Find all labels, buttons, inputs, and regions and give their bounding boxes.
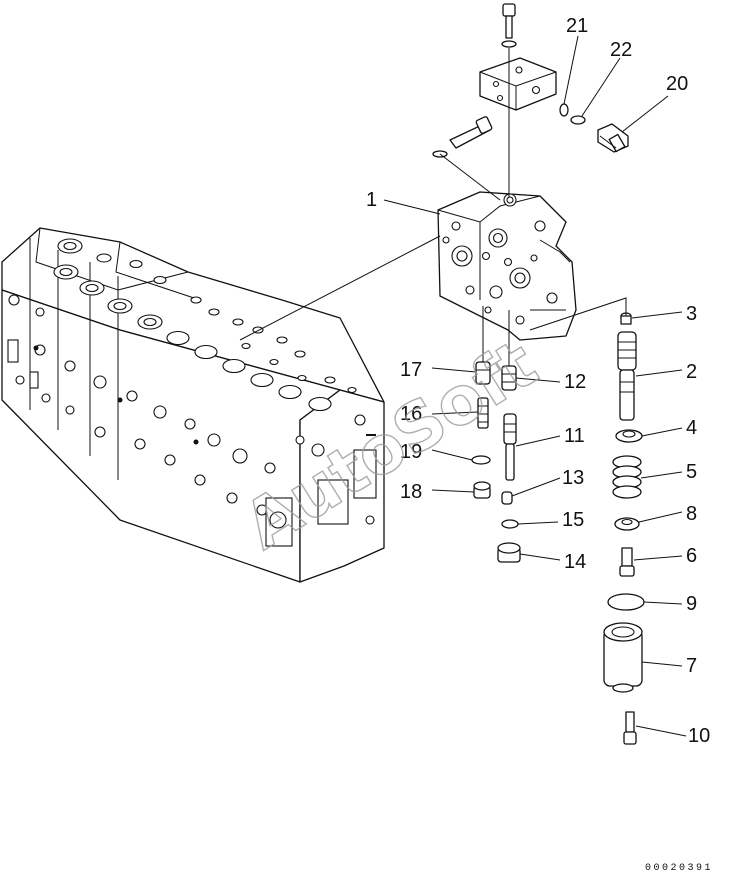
callout-10: 10 bbox=[688, 725, 710, 747]
callout-4: 4 bbox=[686, 417, 697, 439]
callout-8: 8 bbox=[686, 503, 697, 525]
o-ring-22 bbox=[570, 115, 586, 125]
callout-3: 3 bbox=[686, 303, 697, 325]
callout-labels: 1 2 3 4 5 6 7 8 9 10 11 12 13 14 15 16 1… bbox=[366, 15, 710, 747]
o-ring-15 bbox=[501, 519, 519, 529]
callout-13: 13 bbox=[562, 467, 584, 489]
seat-13 bbox=[501, 491, 513, 505]
plug-18 bbox=[473, 481, 491, 499]
callout-5: 5 bbox=[686, 461, 697, 483]
callout-22: 22 bbox=[610, 39, 632, 61]
callout-12: 12 bbox=[564, 371, 586, 393]
callout-leaders bbox=[383, 35, 687, 737]
callout-1: 1 bbox=[366, 189, 377, 211]
callout-20: 20 bbox=[666, 73, 688, 95]
piston-12 bbox=[501, 365, 517, 391]
callout-7: 7 bbox=[686, 655, 697, 677]
callout-19: 19 bbox=[400, 441, 422, 463]
o-ring-21 bbox=[559, 103, 569, 117]
document-number: 00020391 bbox=[645, 863, 713, 874]
assembly-lines bbox=[239, 48, 627, 366]
spring-5 bbox=[612, 455, 642, 499]
o-ring-19 bbox=[471, 455, 491, 465]
control-valve-assembly bbox=[1, 227, 385, 583]
bolt-6 bbox=[619, 547, 635, 577]
callout-21: 21 bbox=[566, 15, 588, 37]
long-bolt bbox=[432, 116, 493, 158]
valve-section-body bbox=[437, 191, 577, 341]
sensor-20 bbox=[597, 123, 629, 153]
top-cover-block bbox=[479, 57, 557, 111]
callout-11: 11 bbox=[564, 425, 585, 447]
valve-16 bbox=[477, 397, 489, 429]
top-bolt bbox=[501, 3, 517, 48]
callout-17: 17 bbox=[400, 359, 422, 381]
retainer-8 bbox=[614, 517, 640, 531]
retainer-4 bbox=[615, 429, 643, 443]
cap-7 bbox=[603, 622, 643, 693]
callout-6: 6 bbox=[686, 545, 697, 567]
bolt-10 bbox=[623, 711, 637, 745]
spool-2 bbox=[617, 331, 637, 421]
o-ring-9 bbox=[607, 593, 645, 611]
callout-15: 15 bbox=[562, 509, 584, 531]
callout-9: 9 bbox=[686, 593, 697, 615]
callout-16: 16 bbox=[400, 403, 422, 425]
callout-14: 14 bbox=[564, 551, 586, 573]
callout-18: 18 bbox=[400, 481, 422, 503]
callout-2: 2 bbox=[686, 361, 697, 383]
valve-11 bbox=[503, 413, 517, 481]
plug-14 bbox=[497, 542, 521, 563]
